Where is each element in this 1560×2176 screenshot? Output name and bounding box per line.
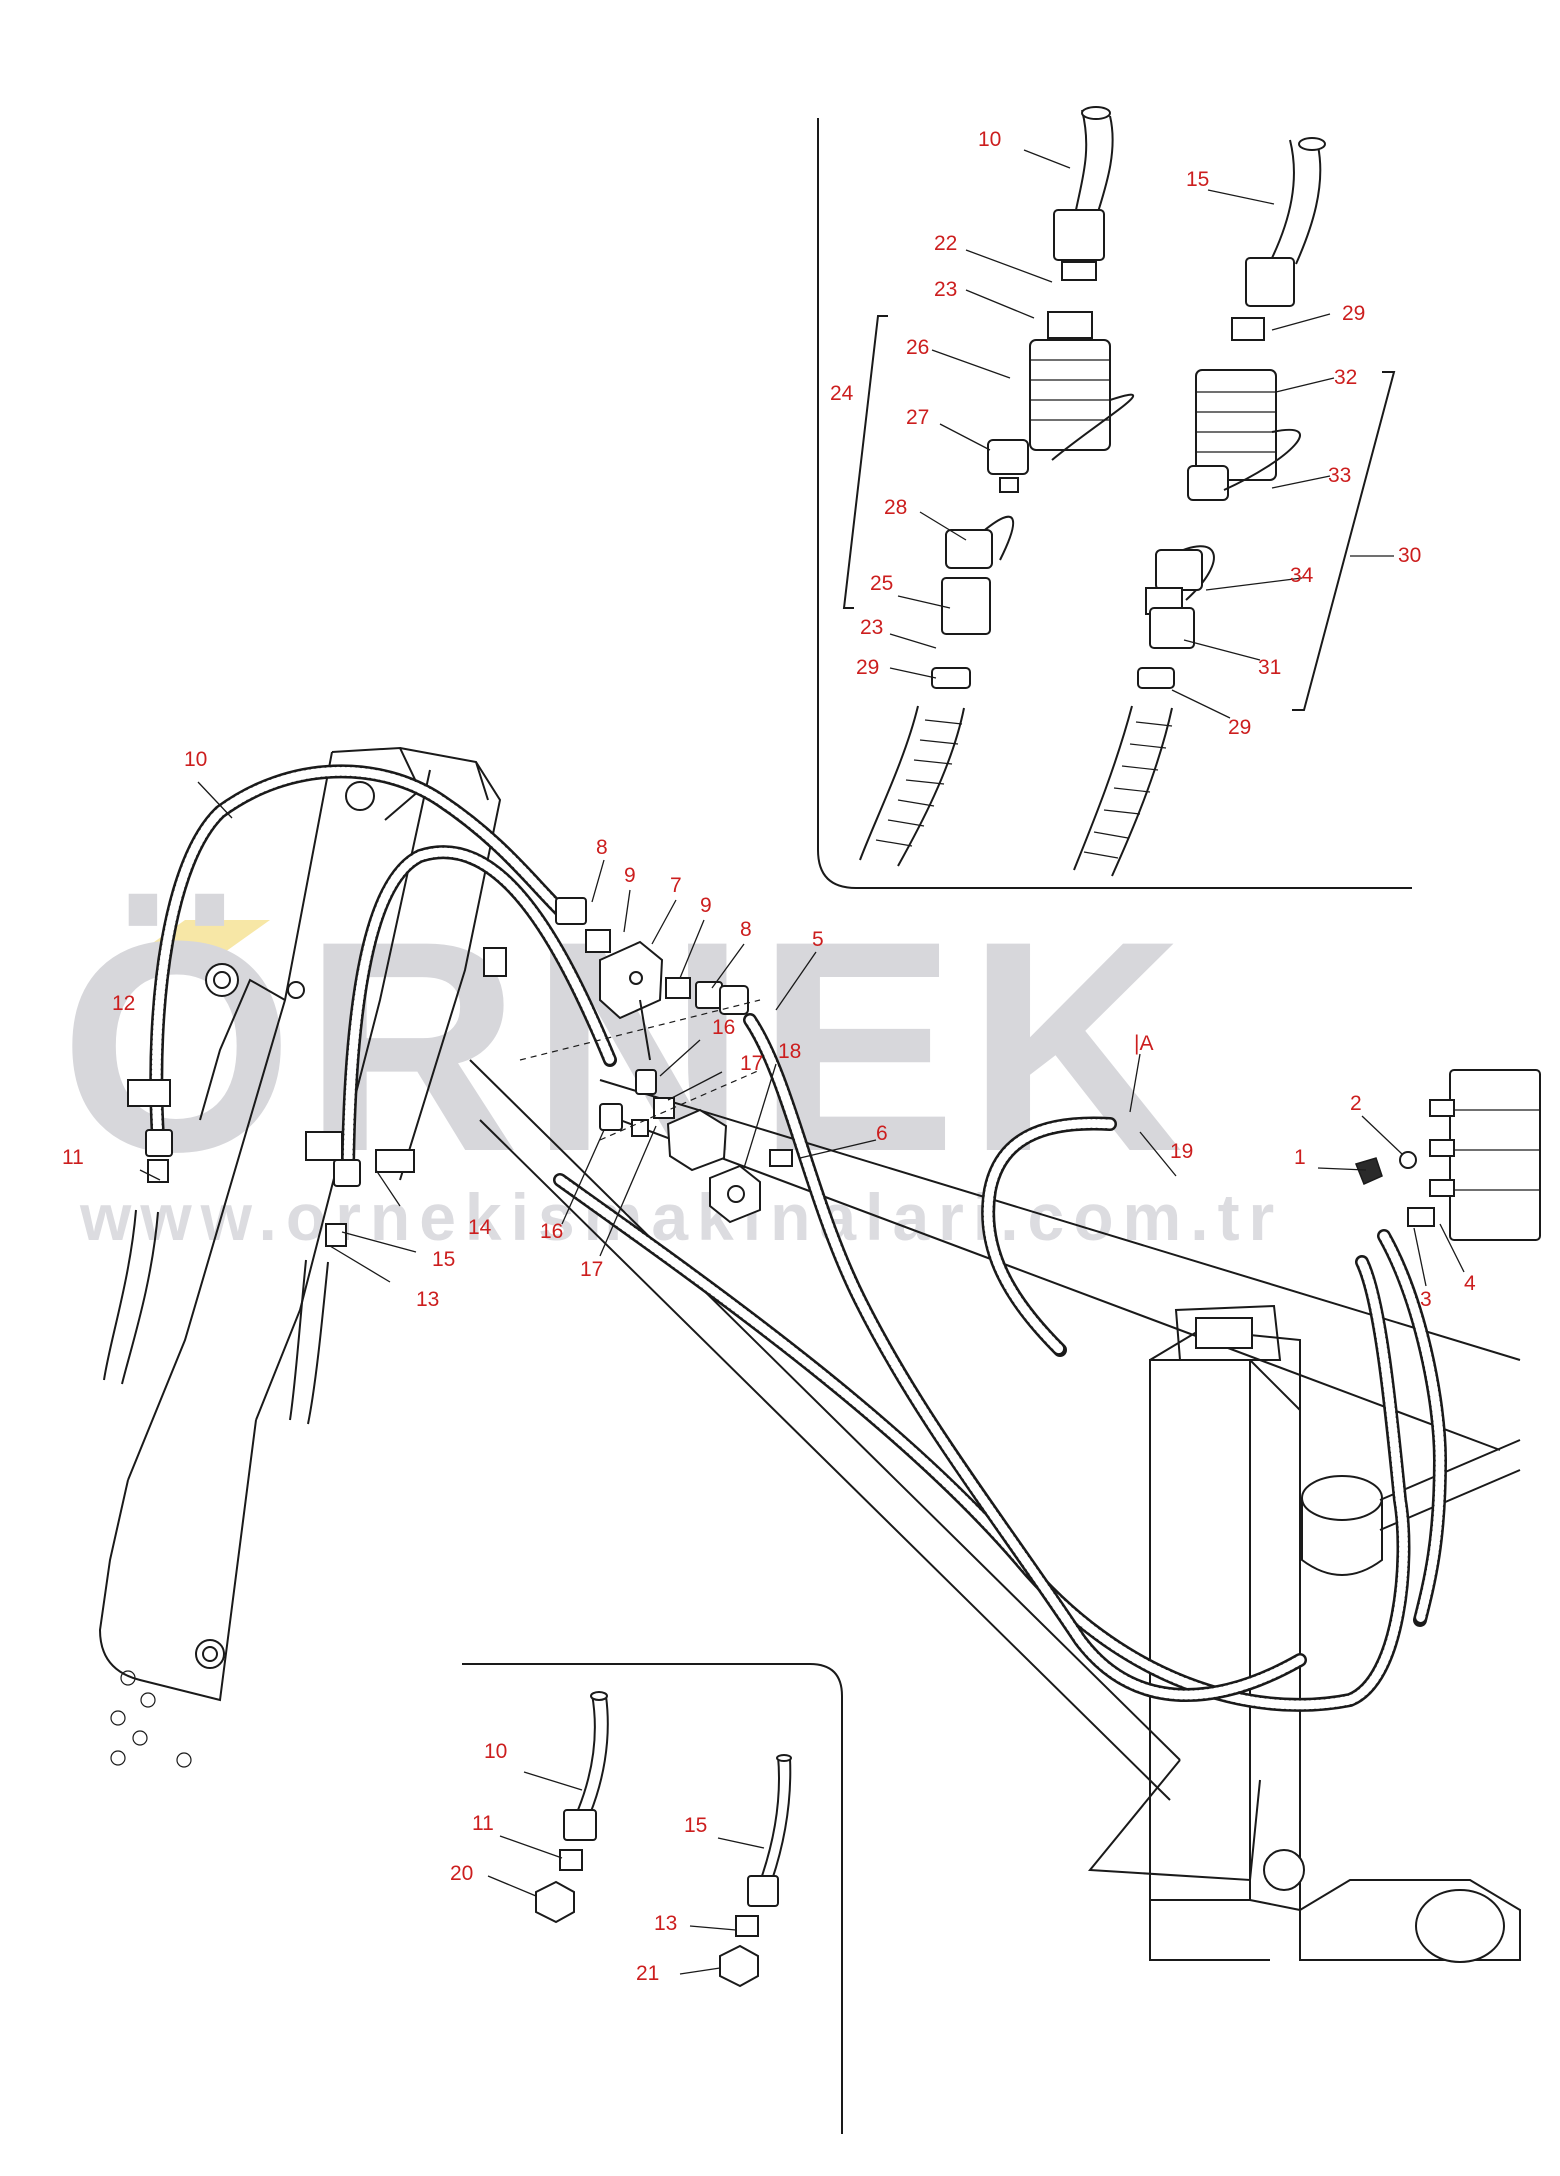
callout-main-17b: 17 bbox=[580, 1258, 603, 1281]
callout-inset-top-27: 27 bbox=[906, 406, 929, 429]
hose-ends-left bbox=[103, 1129, 361, 1425]
callout-inset-top-32: 32 bbox=[1334, 366, 1357, 389]
inset-bottom-frame bbox=[462, 1663, 843, 2134]
leader-lines bbox=[139, 149, 1465, 1975]
callout-main-6: 6 bbox=[876, 1122, 888, 1145]
hoses-main bbox=[149, 764, 1448, 1712]
callout-main-7: 7 bbox=[670, 874, 682, 897]
callout-inset-top-23b: 23 bbox=[860, 616, 883, 639]
callout-inset-bottom-10: 10 bbox=[484, 1740, 507, 1763]
callout-main-12: 12 bbox=[112, 992, 135, 1015]
callout-inset-top-33: 33 bbox=[1328, 464, 1351, 487]
callout-inset-top-29a: 29 bbox=[856, 656, 879, 679]
tee-block-fittings bbox=[483, 897, 793, 1224]
callout-inset-top-10: 10 bbox=[978, 128, 1001, 151]
callout-main-18: 18 bbox=[778, 1040, 801, 1063]
callouts-inset-bottom: 10 11 20 15 13 21 bbox=[450, 1740, 707, 1985]
callout-main-9a: 9 bbox=[624, 864, 636, 887]
callout-inset-bottom-13: 13 bbox=[654, 1912, 677, 1935]
callout-inset-bottom-15: 15 bbox=[684, 1814, 707, 1837]
callout-main-13: 13 bbox=[416, 1288, 439, 1311]
callout-main-3: 3 bbox=[1420, 1288, 1432, 1311]
boom-structure bbox=[98, 746, 502, 1768]
callout-main-10: 10 bbox=[184, 748, 207, 771]
callout-inset-bottom-11: 11 bbox=[472, 1812, 494, 1835]
swing-frame bbox=[1149, 1304, 1521, 1963]
watermark-brand-text: ÖRNEK bbox=[60, 878, 1193, 1214]
inset-bottom-assembly bbox=[535, 1691, 792, 1988]
callout-inset-bottom-21: 21 bbox=[636, 1962, 659, 1985]
callout-main-14: 14 bbox=[468, 1216, 492, 1239]
callout-main-8a: 8 bbox=[596, 836, 608, 859]
inset-top-brackets bbox=[842, 315, 1396, 711]
callout-inset-top-15: 15 bbox=[1186, 168, 1209, 191]
callout-inset-top-29c: 29 bbox=[1228, 716, 1251, 739]
callouts-main: 10 12 11 14 15 13 8 9 7 9 8 5 16 17 18 6… bbox=[62, 748, 1476, 1311]
callout-main-16a: 16 bbox=[712, 1016, 735, 1039]
callout-main-4: 4 bbox=[1464, 1272, 1476, 1295]
inset-top-left-assembly bbox=[859, 106, 1135, 867]
callout-main-2: 2 bbox=[1350, 1092, 1362, 1115]
callout-inset-top-30: 30 bbox=[1398, 544, 1421, 567]
callout-inset-top-29b: 29 bbox=[1342, 302, 1365, 325]
callout-main-9b: 9 bbox=[700, 894, 712, 917]
callout-main-1: 1 bbox=[1294, 1146, 1306, 1169]
callout-main-5: 5 bbox=[812, 928, 824, 951]
inset-top-right-assembly bbox=[1073, 137, 1326, 877]
callout-main-11: 11 bbox=[62, 1146, 84, 1169]
callout-inset-top-22: 22 bbox=[934, 232, 957, 255]
callout-inset-top-28: 28 bbox=[884, 496, 907, 519]
dipper-arm-structure bbox=[469, 1059, 1521, 1882]
callout-inset-top-25: 25 bbox=[870, 572, 893, 595]
callout-main-15: 15 bbox=[432, 1248, 455, 1271]
callout-main-17a: 17 bbox=[740, 1052, 763, 1075]
callout-inset-top-31: 31 bbox=[1258, 656, 1281, 679]
callout-main-19: 19 bbox=[1170, 1140, 1193, 1163]
callout-inset-bottom-20: 20 bbox=[450, 1862, 473, 1885]
callout-inset-top-23a: 23 bbox=[934, 278, 957, 301]
callout-main-16b: 16 bbox=[540, 1220, 563, 1243]
callout-inset-top-34: 34 bbox=[1290, 564, 1314, 587]
callout-main-A: |A bbox=[1134, 1032, 1153, 1055]
inset-top-frame bbox=[817, 118, 1412, 889]
callout-inset-top-24: 24 bbox=[830, 382, 854, 405]
clamps bbox=[127, 1079, 415, 1173]
callout-main-8b: 8 bbox=[740, 918, 752, 941]
control-valve bbox=[1354, 1069, 1541, 1241]
callouts-inset-top: 10 22 23 26 24 27 28 25 23 29 15 29 32 3… bbox=[830, 128, 1421, 739]
watermark-url-text: www.ornekismakinalari.com.tr bbox=[79, 1180, 1283, 1254]
callout-inset-top-26: 26 bbox=[906, 336, 929, 359]
